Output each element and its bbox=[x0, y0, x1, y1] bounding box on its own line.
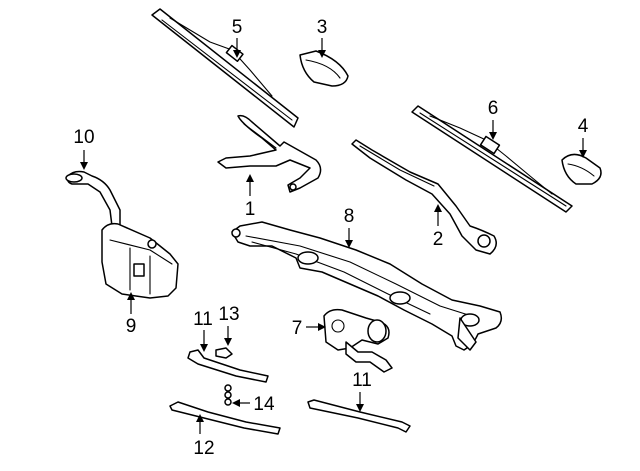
callout-9: 9 bbox=[126, 316, 137, 337]
wiper-motor bbox=[323, 308, 393, 373]
callout-11-left: 11 bbox=[193, 309, 213, 330]
callout-3: 3 bbox=[317, 17, 328, 38]
washer-hose bbox=[187, 349, 269, 383]
hose-connector bbox=[215, 347, 233, 359]
arm-cap-left bbox=[299, 50, 349, 87]
callout-1: 1 bbox=[245, 199, 256, 220]
arm-cap-right bbox=[561, 153, 602, 185]
callout-11-right: 11 bbox=[352, 370, 372, 391]
callout-13: 13 bbox=[218, 304, 239, 325]
callout-2: 2 bbox=[433, 229, 444, 250]
callout-7: 7 bbox=[292, 318, 303, 339]
callout-6: 6 bbox=[488, 98, 499, 119]
wiper-blade-left bbox=[151, 8, 299, 128]
leader-lines bbox=[80, 38, 587, 434]
wiper-arm-right bbox=[351, 139, 497, 255]
wiper-linkage bbox=[231, 221, 503, 351]
callout-12: 12 bbox=[193, 438, 214, 459]
callout-labels: 5 3 1 6 4 2 8 10 9 7 11 13 14 12 11 bbox=[73, 17, 588, 459]
callout-10: 10 bbox=[73, 127, 94, 148]
washer-hose-lower bbox=[169, 401, 281, 435]
wiper-arm-left bbox=[217, 114, 322, 193]
callout-14: 14 bbox=[253, 394, 275, 415]
callout-5: 5 bbox=[232, 17, 243, 38]
filler-neck bbox=[65, 170, 121, 227]
washer-reservoir bbox=[101, 222, 179, 299]
callout-8: 8 bbox=[344, 206, 355, 227]
washer-hose-right bbox=[307, 399, 411, 433]
wiper-blade-right bbox=[411, 105, 573, 213]
hose-clip bbox=[224, 384, 232, 406]
callout-4: 4 bbox=[578, 116, 589, 137]
